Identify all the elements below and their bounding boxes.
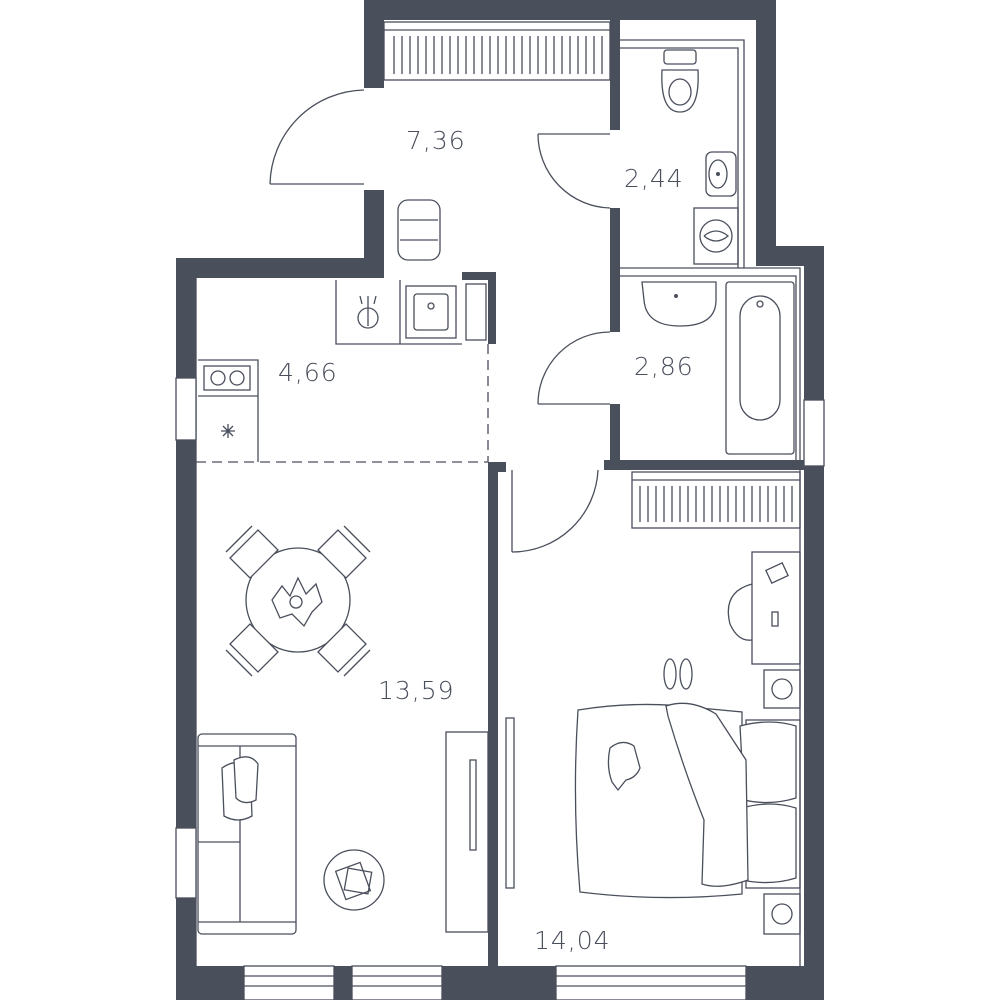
- radiator-icon: [763, 669, 801, 935]
- slippers-icon: [663, 658, 693, 690]
- sink-icon: [705, 151, 737, 197]
- wall-top: [364, 0, 776, 20]
- pillow-icon: [221, 756, 259, 821]
- dining-table-icon: [245, 547, 351, 653]
- wall-toilet-left: [610, 18, 620, 130]
- kitchen-zone: [196, 344, 489, 463]
- wall-toilet-left-lower: [610, 208, 620, 276]
- wall-fridge-niche: [462, 272, 496, 280]
- wall-left: [176, 258, 196, 1000]
- pouf-icon: [397, 199, 441, 261]
- toilet-icon: [661, 49, 699, 113]
- window-icon: [175, 377, 825, 1000]
- kitchen-appliance: [357, 295, 379, 329]
- wardrobe-icon: [383, 21, 801, 529]
- room-area-toilet: 2,44: [624, 164, 684, 193]
- door-icon: [269, 89, 611, 553]
- wall-partition: [488, 462, 498, 972]
- wall-hall-left-upper: [364, 0, 384, 88]
- sparkle-icon: [221, 424, 235, 438]
- stove-icon: [203, 365, 251, 391]
- wall-hall-left-lower: [364, 190, 384, 270]
- bathtub-icon: [725, 281, 795, 455]
- wall-toilet-right: [756, 0, 776, 250]
- washing-machine-icon: [693, 207, 739, 265]
- wall-bath-left: [610, 272, 620, 332]
- desk-icon: [727, 551, 801, 665]
- room-area-bedroom: 14,04: [534, 926, 611, 955]
- tv-stand-icon: [445, 731, 489, 933]
- sink-icon: [641, 281, 717, 327]
- wall-bath-left-lower: [610, 404, 620, 468]
- room-area-bathroom: 2,86: [634, 352, 694, 381]
- wall-right: [804, 246, 824, 1000]
- coffee-table-icon: [323, 849, 385, 911]
- kitchen-counter: [198, 280, 462, 462]
- chair-icon: [225, 525, 371, 677]
- wall-bedroom-top: [604, 460, 814, 470]
- wall-kitchen-top: [176, 258, 384, 278]
- bed-icon: [574, 702, 801, 899]
- fridge-icon: [465, 283, 487, 341]
- sliding-panel: [505, 717, 515, 889]
- room-area-kitchen: 4,66: [278, 358, 338, 387]
- room-area-living-room: 13,59: [378, 676, 455, 705]
- kitchen-sink-icon: [405, 285, 457, 339]
- wall-fridge-niche-side: [488, 272, 496, 344]
- room-area-hallway: 7,36: [406, 126, 466, 155]
